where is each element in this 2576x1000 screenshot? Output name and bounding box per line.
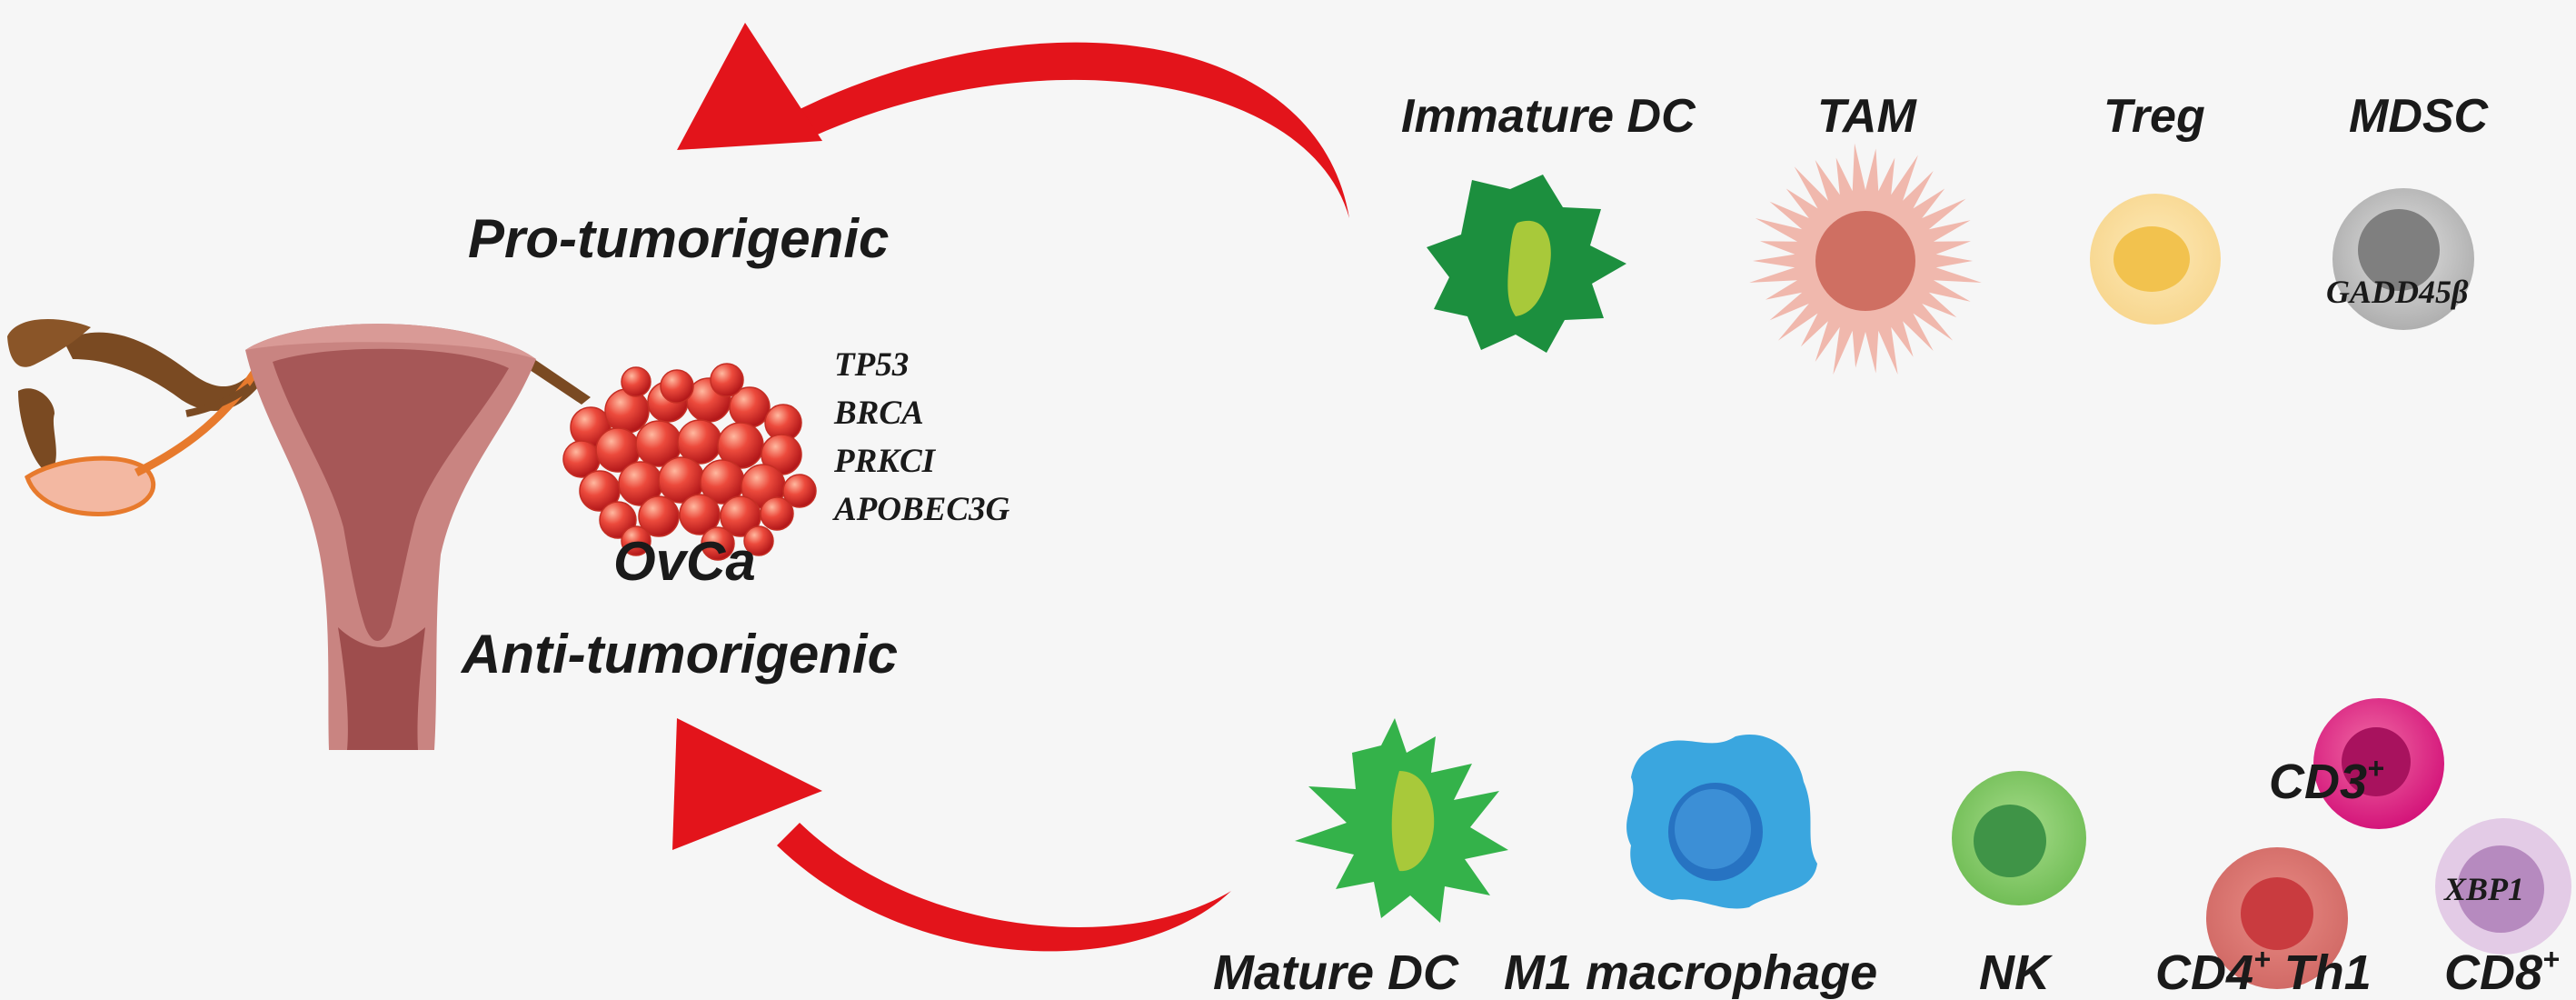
mdsc-label: MDSC	[2349, 90, 2490, 143]
cd4-text: CD4	[2155, 945, 2253, 1000]
anti-tumorigenic-label: Anti-tumorigenic	[460, 624, 898, 685]
ovca-label: OvCa	[613, 531, 756, 592]
tumor-cluster	[562, 363, 817, 561]
tumor-bead	[743, 525, 774, 556]
cd8-cell	[2435, 818, 2571, 955]
pro-tumorigenic-label: Pro-tumorigenic	[468, 208, 889, 269]
tumor-bead	[679, 494, 721, 535]
treg-cell	[2090, 194, 2221, 325]
m1-macrophage-label: M1 macrophage	[1504, 945, 1877, 1000]
nk-label: NK	[1979, 945, 2054, 1000]
m1-macrophage-cell	[1626, 735, 1817, 909]
cd3-superscript: +	[2367, 752, 2384, 785]
tumor-bead	[621, 366, 651, 397]
cd3-label: CD3+	[2269, 752, 2384, 809]
mature-dc-label: Mature DC	[1213, 945, 1459, 1000]
th1-text: Th1	[2271, 945, 2372, 1000]
anti-arrow	[672, 718, 1231, 952]
immature-dc-label: Immature DC	[1401, 90, 1696, 143]
cd4-superscript: +	[2253, 943, 2271, 975]
tam-label: TAM	[1817, 90, 1917, 143]
pro-arrow	[677, 23, 1349, 218]
uterus-illustration	[7, 318, 591, 750]
gene-brca: BRCA	[833, 395, 924, 432]
cd4-th1-cell	[2206, 847, 2348, 989]
mdsc-cell	[2332, 188, 2474, 330]
gene-prkci: PRKCI	[833, 443, 937, 480]
tumor-bead	[760, 496, 794, 531]
gadd45b-marker: GADD45β	[2326, 274, 2469, 310]
tumor-bead	[710, 363, 744, 397]
mature-dc-cell	[1295, 718, 1508, 923]
cd8-label: CD8+	[2444, 943, 2560, 1000]
cd3-cell	[2313, 698, 2444, 829]
gene-tp53: TP53	[834, 346, 909, 384]
cd8-superscript: +	[2542, 943, 2560, 975]
tumor-bead	[701, 526, 735, 561]
cd4-th1-label: CD4+ Th1	[2155, 943, 2372, 1000]
tumor-bead	[638, 495, 680, 537]
nk-cell	[1952, 771, 2086, 905]
tumor-bead	[782, 474, 817, 508]
xbp1-marker: XBP1	[2443, 871, 2524, 907]
cd3-text: CD3	[2269, 755, 2367, 809]
tam-cell	[1749, 143, 1982, 375]
treg-label: Treg	[2104, 90, 2205, 143]
immature-dc-cell	[1427, 175, 1626, 353]
gene-apobec3g: APOBEC3G	[832, 491, 1010, 528]
cd8-text: CD8	[2444, 945, 2542, 1000]
tumor-bead	[660, 369, 694, 404]
tumor-bead	[621, 525, 651, 556]
